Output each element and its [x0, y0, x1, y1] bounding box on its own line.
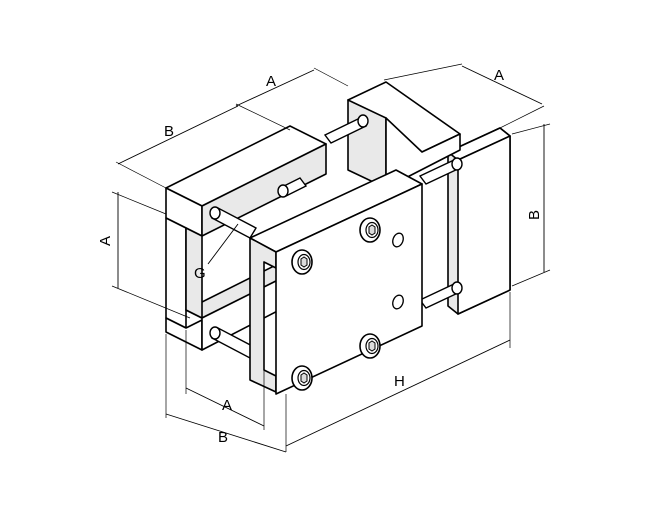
rod-back-1-end — [357, 114, 369, 128]
label-a-bottom: A — [222, 397, 232, 414]
label-a-top-left: A — [266, 73, 276, 90]
front-main-plate — [249, 169, 423, 395]
label-b-right: B — [526, 210, 543, 220]
hex-socket-icon — [300, 372, 308, 384]
rod-mid-upper-end — [277, 184, 289, 198]
back-upper-rods — [323, 114, 463, 309]
dowel-hole-lower — [392, 294, 404, 310]
rod-back-3-end — [451, 281, 463, 295]
front-rods — [209, 177, 308, 359]
dowel-hole-upper — [392, 232, 404, 248]
dimension-lines — [111, 63, 551, 453]
left-frame-post-inner — [185, 227, 203, 319]
rod-back-2-end — [451, 157, 463, 171]
hex-socket-icon — [368, 224, 376, 236]
hex-socket-icon — [300, 256, 308, 268]
front-plate-left-side — [249, 237, 277, 393]
label-g-callout: G — [194, 265, 206, 282]
label-h-bottom: H — [394, 373, 405, 390]
hex-socket-icon — [368, 340, 376, 352]
bolt-top-left — [291, 249, 313, 275]
front-plate-face — [275, 183, 423, 395]
label-a-left: A — [97, 236, 114, 246]
back-right-plate-face — [457, 135, 511, 315]
label-b-top-left: B — [164, 123, 174, 140]
left-frame-top-side — [201, 143, 327, 237]
label-b-bottom: B — [218, 429, 228, 446]
bolt-top-right — [359, 217, 381, 243]
bolt-bottom-left — [291, 365, 313, 391]
left-frame-post-front — [165, 217, 187, 329]
rod-front-upper-end — [209, 206, 221, 220]
rod-front-lower-end — [209, 326, 221, 340]
bolt-bottom-right — [359, 333, 381, 359]
back-right-plate — [447, 127, 511, 315]
label-a-top-right: A — [494, 67, 504, 84]
